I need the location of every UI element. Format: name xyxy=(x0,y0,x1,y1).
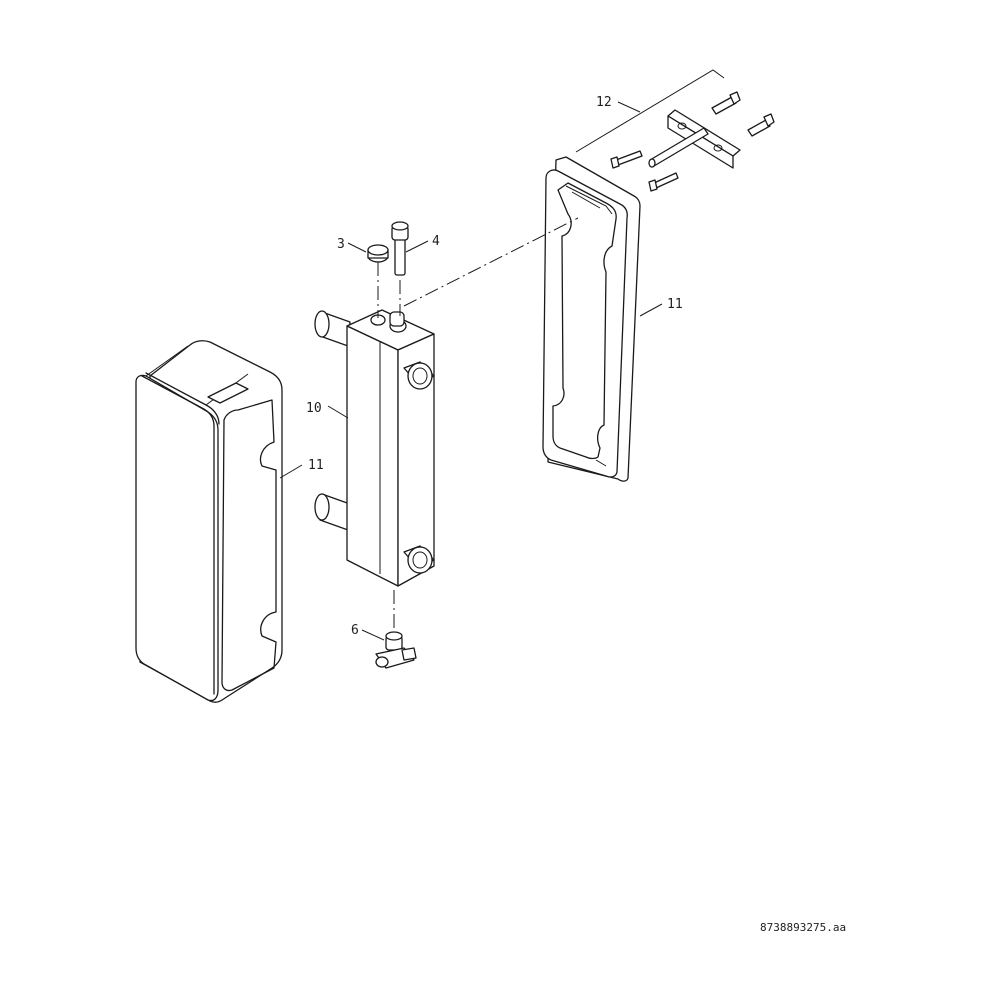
label-part-3: 3 xyxy=(337,237,345,252)
screw-bottom xyxy=(648,172,679,192)
wall-plug-upper xyxy=(711,91,741,115)
assembly-lines xyxy=(377,217,579,632)
air-vent xyxy=(391,221,409,276)
mounting-rod xyxy=(648,127,709,168)
wall-plug-lower xyxy=(747,113,775,137)
label-part-11-left: 11 xyxy=(308,458,324,473)
pipe-stub-bottom-rear xyxy=(314,493,351,531)
pipe-stub-bottom-front xyxy=(403,545,435,574)
insulation-shell-rear xyxy=(542,156,641,482)
hydraulic-separator xyxy=(314,309,435,587)
pipe-stub-top-rear xyxy=(314,310,351,347)
label-part-12: 12 xyxy=(596,95,612,110)
label-part-10: 10 xyxy=(306,401,322,416)
sealing-cap xyxy=(367,244,389,263)
wall-bracket-kit xyxy=(575,69,775,192)
pipe-stub-top-front xyxy=(403,361,435,390)
insulation-shell-front xyxy=(135,340,283,703)
screw-left xyxy=(610,150,643,169)
label-part-4: 4 xyxy=(432,234,440,249)
drain-valve xyxy=(375,631,417,669)
leader-lines xyxy=(279,101,663,641)
drawing-code: 8738893275.aa xyxy=(760,921,846,934)
label-part-11-right: 11 xyxy=(667,297,683,312)
label-part-6: 6 xyxy=(351,623,359,638)
